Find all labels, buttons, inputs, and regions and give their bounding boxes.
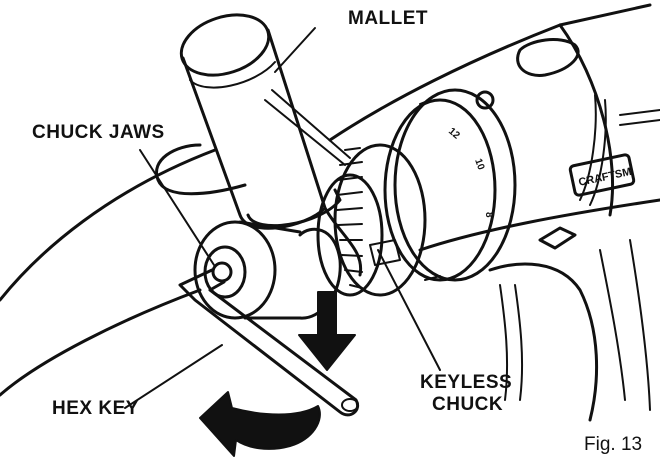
keyless-chuck-leader-line (377, 249, 441, 371)
dial-number: 8 (483, 212, 494, 218)
hex-key-leader-line (124, 344, 223, 409)
mallet-label: MALLET (348, 8, 429, 29)
rotation-arrow (199, 391, 321, 457)
mallet-handle (155, 143, 247, 196)
trigger-lock (538, 226, 577, 250)
drill-housing (328, 3, 660, 422)
handle-front (488, 262, 599, 422)
keyless-chuck-body (316, 143, 427, 297)
keyless-chuck-label-line1: KEYLESS (420, 372, 513, 393)
hex-key (178, 268, 359, 417)
chuck-jaws-label: CHUCK JAWS (32, 122, 165, 143)
background-arc-lower (0, 288, 202, 397)
chuck-jaws-opening (211, 261, 233, 283)
strike-direction-arrow (298, 291, 356, 371)
dial-number: 12 (446, 126, 462, 142)
clutch-collar (383, 88, 517, 282)
background-arc-upper (0, 148, 217, 302)
figure-caption: Fig. 13 (584, 434, 643, 455)
keyless-chuck-label-line2: CHUCK (432, 394, 504, 415)
mallet (155, 13, 363, 277)
housing-screw (475, 90, 495, 110)
hex-key-label: HEX KEY (52, 398, 139, 419)
dial-number: 10 (472, 157, 486, 172)
brand-badge (568, 153, 636, 197)
mode-selector-button (516, 38, 580, 77)
chuck-jaws-leader-line (139, 149, 215, 266)
mallet-leader-line (274, 27, 316, 73)
